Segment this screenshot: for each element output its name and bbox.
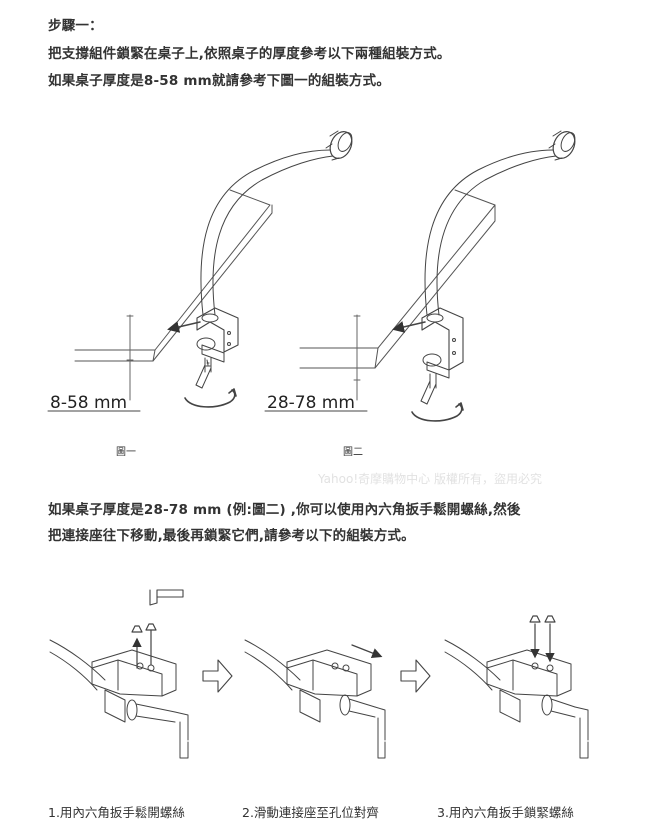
figure-2-illustration xyxy=(264,130,576,422)
para2-line-2: 把連接座往下移動,最後再鎖緊它們,請參考以下的組裝方式。 xyxy=(48,528,415,544)
lamp-head-icon xyxy=(548,130,576,161)
step-1-label: 1.用內六角扳手鬆開螺絲 xyxy=(48,805,185,820)
intro-line-2: 如果桌子厚度是8-58 mm就請參考下圖一的組裝方式。 xyxy=(48,73,391,89)
step-3-illustration xyxy=(444,615,589,759)
step-2-label: 2.滑動連接座至孔位對齊 xyxy=(242,805,379,820)
step-2-illustration xyxy=(244,639,386,759)
step-3-label: 3.用內六角扳手鎖緊螺絲 xyxy=(437,805,574,820)
step-heading: 步驟一： xyxy=(48,18,103,34)
figure-1-dimension: 8-58 mm xyxy=(50,393,128,413)
intro-line-1: 把支撐組件鎖緊在桌子上,依照桌子的厚度參考以下兩種組裝方式。 xyxy=(48,46,451,62)
figure-2-caption: 圖二 xyxy=(343,447,363,458)
para2-line-1: 如果桌子厚度是28-78 mm (例:圖二) ,你可以使用內六角扳手鬆開螺絲,然… xyxy=(48,502,521,518)
figure-1-illustration xyxy=(47,130,353,412)
lamp-head-icon xyxy=(325,130,353,161)
next-arrow-icon xyxy=(400,659,431,693)
figure-2-dimension: 28-78 mm xyxy=(267,393,355,413)
step-1-illustration xyxy=(49,589,189,759)
next-arrow-icon xyxy=(202,659,233,693)
watermark: Yahoo!奇摩購物中心 版權所有，盜用必究 xyxy=(318,472,542,486)
figure-1-caption: 圖一 xyxy=(116,447,136,458)
